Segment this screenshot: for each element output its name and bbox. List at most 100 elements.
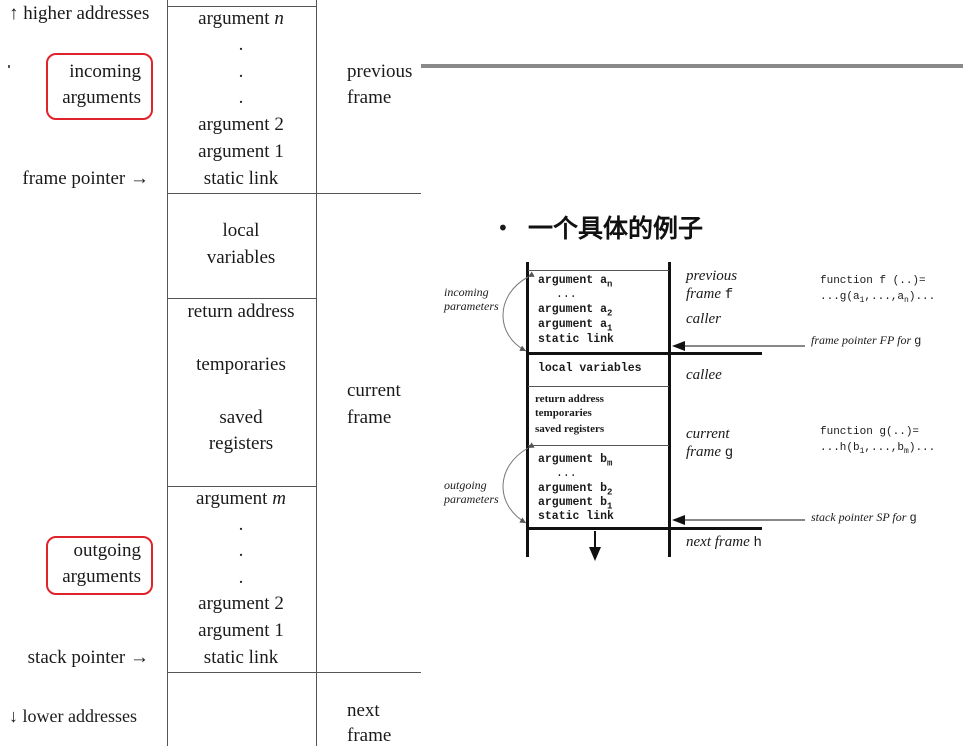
arg-bm-sub: m (607, 458, 613, 469)
arg-b2: argument b2 (538, 482, 612, 497)
higher-addresses-label: ↑ higher addresses (9, 3, 150, 24)
diagram-arrows (502, 271, 805, 561)
fp-for-g-label: frame pointer FP for g (811, 333, 921, 348)
separator-locals (167, 298, 317, 299)
stack-right-line (668, 262, 671, 557)
slide-header-rule (421, 64, 963, 68)
dot-4: . (238, 514, 244, 535)
argument-n-text: argument (198, 8, 275, 29)
func-g-sub1: 1 (859, 447, 865, 457)
outgoing-parameters-2: parameters (444, 492, 499, 506)
arg-an: argument an (538, 274, 612, 289)
separator-saved (167, 486, 317, 487)
box-top-border (528, 270, 669, 271)
separator-top (167, 6, 317, 7)
local-variables-line2: variables (206, 247, 276, 268)
current-frame-line1: current (347, 380, 401, 401)
outgoing-highlight-box (46, 536, 153, 595)
separator-current-next (167, 672, 421, 673)
arg-a2: argument a2 (538, 303, 612, 318)
arg-a1: argument a1 (538, 318, 612, 333)
next-frame-line1: next (347, 700, 380, 721)
arg-a1-sub: 1 (607, 323, 613, 334)
func-f-mid: ,...,a (864, 291, 905, 303)
arg-a2-sub: 2 (607, 308, 613, 319)
separator-prev-current (167, 193, 421, 194)
saved-divider (528, 445, 669, 446)
fp-arrowhead (672, 341, 685, 351)
arg-b1: argument b1 (538, 496, 612, 511)
locals-divider (528, 386, 669, 387)
argument-1-bottom: argument 1 (198, 620, 284, 641)
func-g-subm: m (904, 447, 909, 457)
previous-label: previous (686, 268, 738, 284)
bullet-dot: • (497, 216, 509, 240)
dot-3: . (238, 87, 244, 108)
incoming-label-line2: arguments (62, 87, 141, 108)
func-g-mid: ,...,b (864, 442, 905, 454)
frame-f-label: frame f (686, 286, 733, 303)
argument-m: argument m (168, 488, 314, 510)
static-link-bottom: static link (203, 647, 279, 668)
top-ellipsis: ... (556, 288, 577, 301)
f-name: f (724, 287, 734, 303)
right-column-line (316, 0, 317, 746)
middle-return-address: return address (535, 393, 604, 405)
func-f-subn: n (904, 296, 909, 306)
example-title: 一个具体的例子 (528, 214, 704, 243)
incoming-parameters-2: parameters (444, 299, 499, 313)
outgoing-label-line2: arguments (62, 566, 141, 587)
temporaries: temporaries (196, 354, 286, 375)
local-variables-box: local variables (538, 362, 642, 375)
argument-m-text: argument (196, 488, 273, 509)
function-g-line2: ...h(b1,...,bm)... (820, 442, 935, 456)
frame-word-f: frame (686, 286, 721, 302)
previous-frame-line1: previous (347, 61, 413, 82)
current-label: current (686, 426, 730, 442)
incoming-highlight-box (46, 53, 153, 120)
arg-b1-sub: 1 (607, 501, 613, 512)
bottom-ellipsis: ... (556, 467, 577, 480)
arg-an-prefix: argument a (538, 274, 608, 287)
lower-addresses-label: ↓ lower addresses (9, 706, 137, 726)
arg-an-sub: n (607, 279, 613, 290)
frame-word-g: frame (686, 444, 721, 460)
sp-for-g-label: stack pointer SP for g (811, 510, 917, 525)
sp-for-text: stack pointer SP for (811, 510, 907, 524)
saved-registers-line1: saved (219, 407, 263, 428)
function-f-line2: ...g(a1,...,an)... (820, 291, 935, 305)
static-link-top-box: static link (538, 333, 614, 346)
function-g-line1: function g(..)= (820, 426, 920, 438)
left-column-line (167, 0, 168, 746)
caller-label: caller (686, 311, 721, 327)
dot-2: . (238, 61, 244, 82)
fp-g: g (914, 334, 922, 348)
sp-arrowhead (672, 515, 685, 525)
next-frame-h-label: next frame h (686, 534, 762, 551)
next-frame-text: next frame (686, 534, 750, 550)
incoming-label-line1: incoming (69, 61, 141, 82)
middle-temporaries: temporaries (535, 407, 592, 419)
outgoing-label-line1: outgoing (73, 540, 141, 561)
down-arrowhead (589, 547, 601, 561)
func-f-sub1: 1 (859, 296, 865, 306)
arg-b1-prefix: argument b (538, 496, 608, 509)
stack-pointer-label: stack pointer → (27, 647, 149, 668)
stack-left-line (526, 262, 529, 557)
h-name: h (753, 535, 762, 551)
saved-registers-line2: registers (208, 433, 274, 454)
dot-1: . (238, 34, 244, 55)
argument-2-bottom: argument 2 (198, 593, 284, 614)
func-g-end: )... (908, 442, 936, 454)
return-address: return address (187, 301, 295, 322)
small-mark (8, 65, 10, 68)
callee-label: callee (686, 367, 722, 383)
sp-g: g (909, 511, 917, 525)
argument-n-var: n (274, 8, 284, 29)
static-link-top: static link (203, 168, 279, 189)
func-g-call: ...h(b (820, 442, 860, 454)
current-frame-line2: frame (347, 407, 392, 428)
dot-5: . (238, 540, 244, 561)
static-link-bottom-box: static link (538, 510, 614, 523)
argument-2-top: argument 2 (198, 114, 284, 135)
